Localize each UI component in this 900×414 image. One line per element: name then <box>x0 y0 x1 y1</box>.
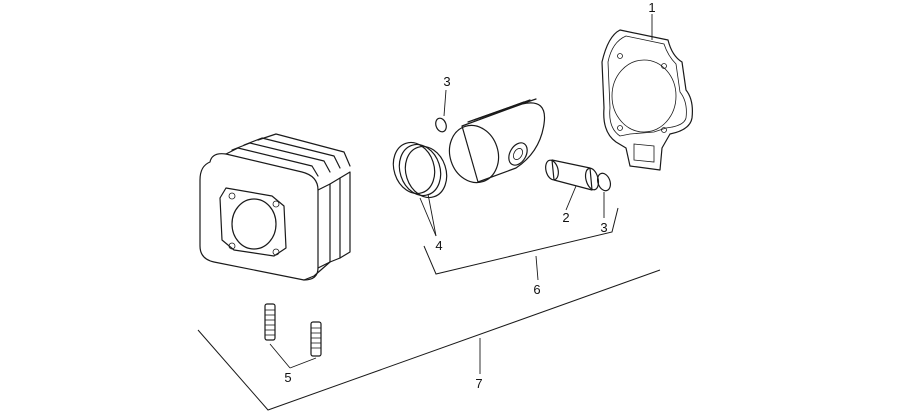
callout-2: 2 <box>562 210 569 225</box>
piston-rings <box>392 141 448 199</box>
callout-6: 6 <box>533 282 540 297</box>
bracket-6 <box>423 207 619 281</box>
leader-lines <box>269 14 653 369</box>
circlip-upper <box>435 117 447 133</box>
callout-7: 7 <box>475 376 482 391</box>
callout-1: 1 <box>648 0 655 15</box>
stud-right <box>310 321 322 357</box>
cylinder <box>199 133 351 281</box>
callout-4: 4 <box>435 238 442 253</box>
bracket-7 <box>197 269 661 411</box>
piston-pin <box>545 159 600 191</box>
callout-3-lower: 3 <box>600 220 607 235</box>
callout-5: 5 <box>284 370 291 385</box>
gasket <box>601 29 693 171</box>
callout-3-upper: 3 <box>443 74 450 89</box>
circlip-lower <box>596 172 612 192</box>
piston <box>448 98 546 184</box>
stud-left <box>264 303 276 341</box>
